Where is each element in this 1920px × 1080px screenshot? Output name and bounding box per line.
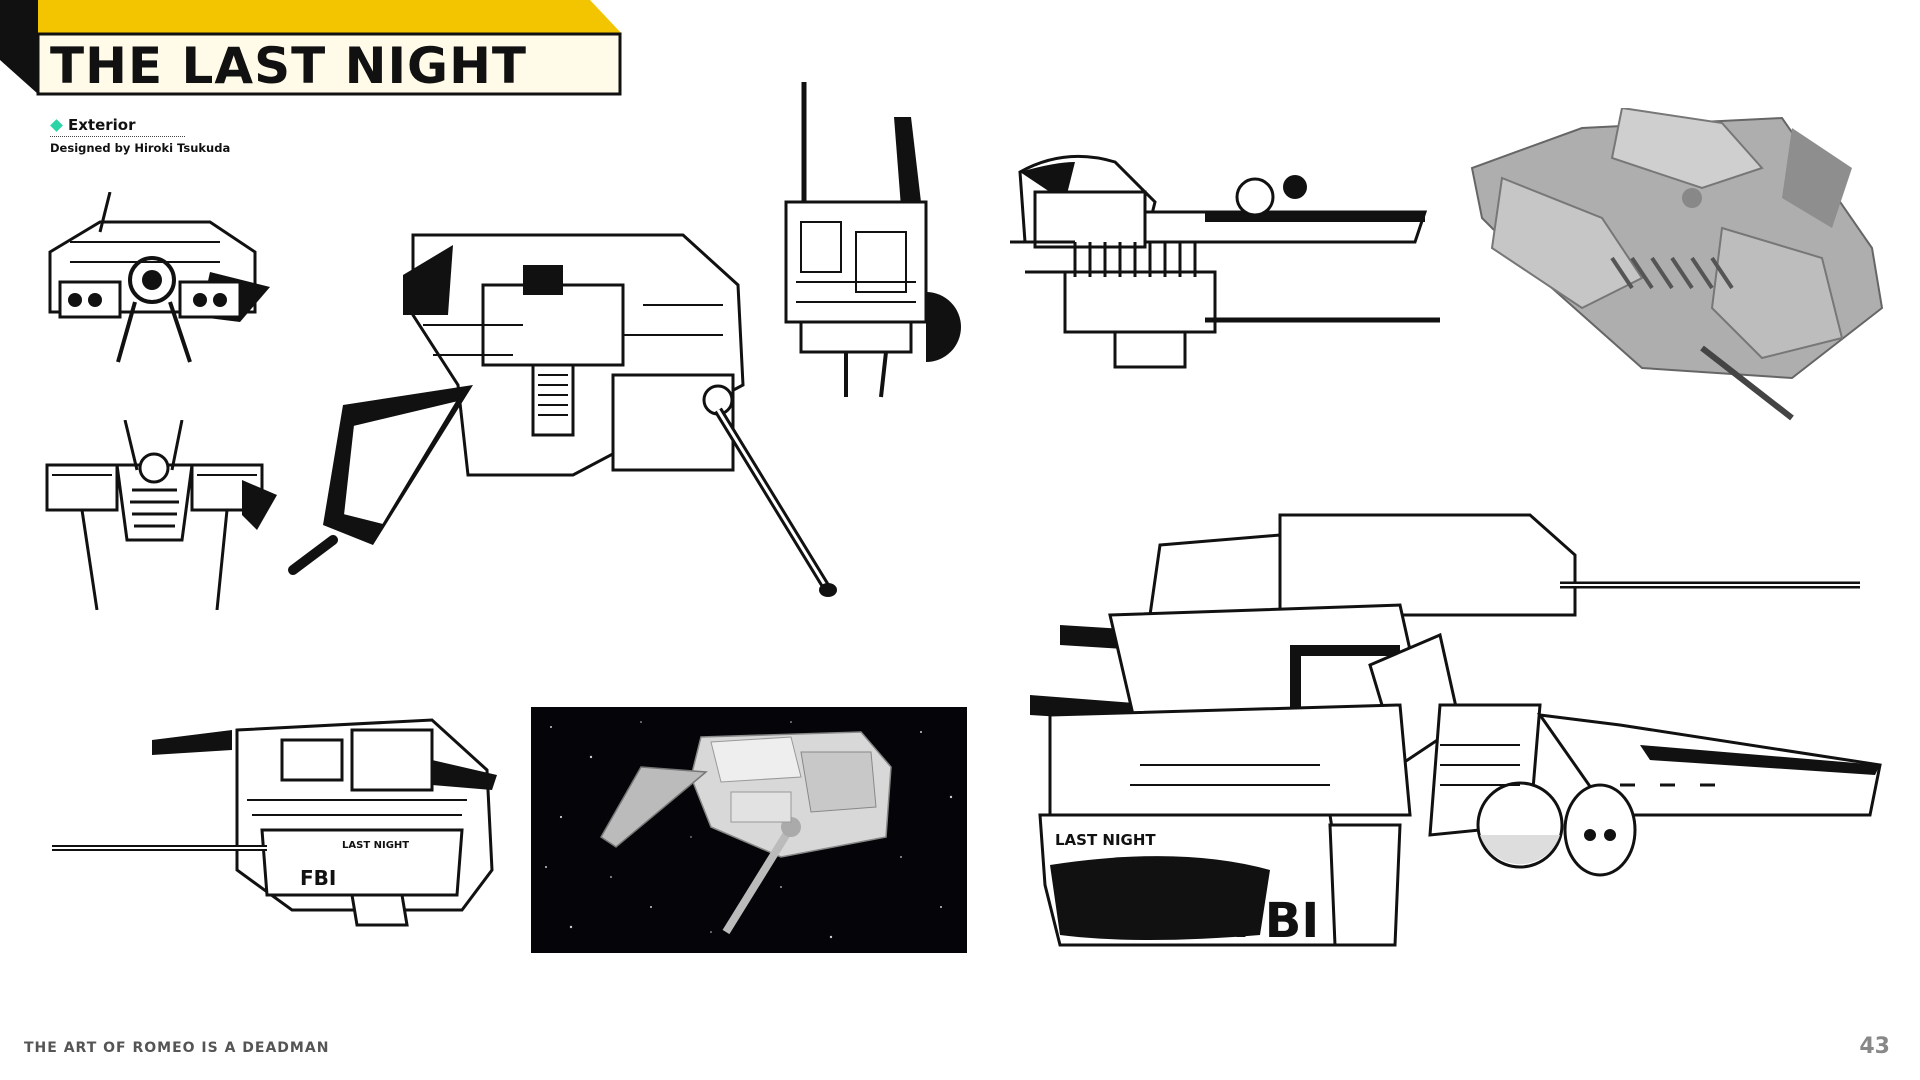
section-label: Exterior	[50, 116, 185, 137]
ship-front-view	[42, 420, 282, 610]
designer-credit: Designed by Hiroki Tsukuda	[50, 141, 231, 155]
ship-name-decal-small: LAST NIGHT	[342, 840, 409, 851]
ship-side-view	[1005, 142, 1455, 382]
page-title: THE LAST NIGHT	[50, 37, 528, 95]
ship-rear-view	[40, 192, 280, 367]
ship-grey-render	[1462, 108, 1902, 428]
ship-side-cannon-view: LAST NIGHT FBI	[52, 700, 512, 930]
diamond-icon	[50, 118, 63, 132]
fbi-decal-small: FBI	[300, 866, 336, 890]
page-number: 43	[1859, 1034, 1890, 1059]
ship-space-render	[531, 707, 967, 953]
title-banner	[0, 0, 640, 100]
ship-perspective-view	[283, 225, 843, 605]
book-title-footer: THE ART OF ROMEO IS A DEADMAN	[24, 1040, 330, 1056]
section-label-text: Exterior	[68, 116, 136, 134]
ship-name-decal: LAST NIGHT	[1055, 831, 1156, 849]
fbi-decal: FBI	[1232, 893, 1319, 949]
ship-large-side-view: LAST NIGHT FBI	[1020, 505, 1900, 965]
ship-side-upright-view	[776, 82, 966, 402]
